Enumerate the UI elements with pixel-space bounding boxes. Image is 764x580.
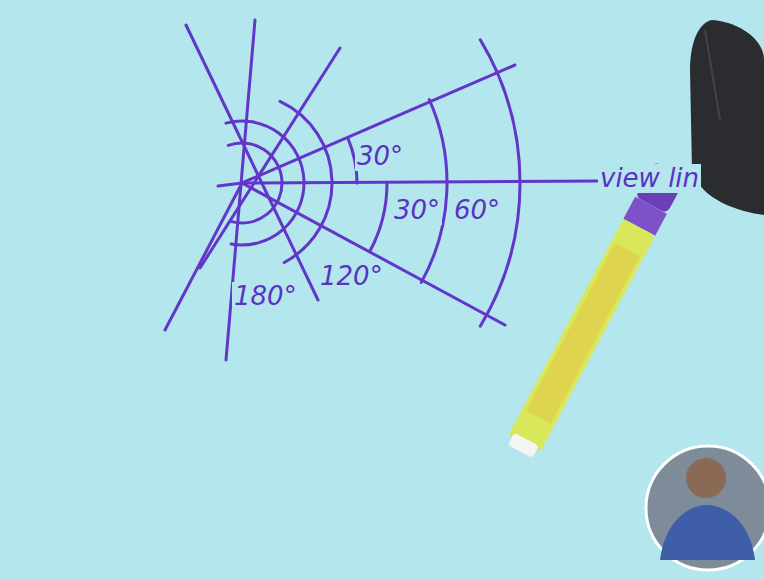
marker-pen [504,161,686,460]
sketch-line [200,48,340,268]
sketch-line [165,183,242,330]
angle-label: 30° [392,196,442,225]
angle-arc [280,101,332,262]
angle-label: 60° [452,196,502,225]
angle-arc [370,183,387,251]
angle-label: view lin [598,164,701,193]
computer-mouse [690,20,764,215]
sketch-line [242,181,600,183]
angle-arc [226,121,304,245]
angle-label: 120° [318,262,385,291]
angle-label: 30° [355,142,405,171]
presenter-inset [646,446,764,570]
angle-arc [421,100,447,283]
angle-arc [480,40,520,326]
angle-label: 180° [232,282,299,311]
sketch-line [242,65,515,183]
sketch-lines [165,20,600,360]
sketch-line [218,183,242,186]
angle-arc [228,143,282,223]
